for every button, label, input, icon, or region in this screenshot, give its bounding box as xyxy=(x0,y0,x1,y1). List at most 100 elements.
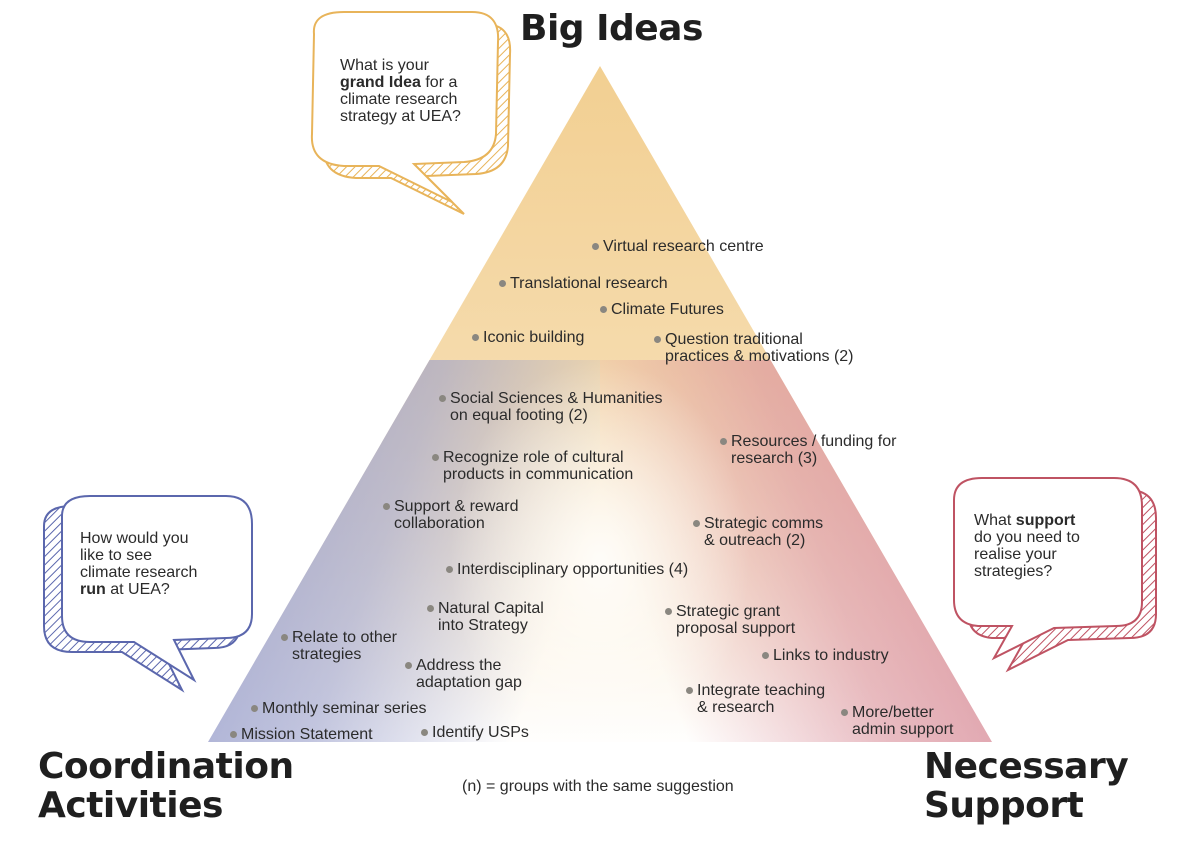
speech-bubble-left xyxy=(43,495,253,693)
bubble-run: do you need to xyxy=(974,529,1080,546)
item-text-line-1: Strategic grant xyxy=(676,603,781,620)
item-climate-futures: Climate Futures xyxy=(600,301,724,318)
bubble-right-line-3: realise your xyxy=(974,546,1080,563)
item-text-line-1: Natural Capital xyxy=(438,600,544,617)
bubble-right-line-4: strategies? xyxy=(974,563,1080,580)
bullet-dot xyxy=(405,662,412,669)
item-text-line-2: admin support xyxy=(852,721,954,738)
bubble-run: How would you xyxy=(80,530,189,547)
item-links-to-industry: Links to industry xyxy=(762,647,889,664)
item-social-sciences-humanities: Social Sciences & Humanities on equal fo… xyxy=(439,390,663,424)
item-text-line-1: Integrate teaching xyxy=(697,682,826,699)
item-interdisciplinary-opportunities: Interdisciplinary opportunities (4) xyxy=(446,561,689,578)
item-text-line-2: & outreach (2) xyxy=(704,532,806,549)
bubble-emphasis: run xyxy=(80,581,106,598)
speech-bubble-top xyxy=(310,11,512,215)
bullet-dot xyxy=(281,634,288,641)
bullet-dot xyxy=(383,503,390,510)
item-text-line-2: strategies xyxy=(292,646,362,663)
item-text-line-1: Strategic comms xyxy=(704,515,824,532)
bullet-dot xyxy=(251,705,258,712)
heading-big-ideas-text: Big Ideas xyxy=(520,8,703,49)
item-text: Mission Statement xyxy=(241,726,373,743)
bullet-dot xyxy=(762,652,769,659)
item-text-line-2: on equal footing (2) xyxy=(450,407,588,424)
bubble-run: climate research xyxy=(80,564,198,581)
bullet-dot xyxy=(427,605,434,612)
heading-necessary-support: Necessary Support xyxy=(924,746,1129,826)
bullet-dot xyxy=(499,280,506,287)
bullet-dot xyxy=(230,731,237,738)
bubble-left-line-4: run at UEA? xyxy=(80,581,197,598)
item-text: Monthly seminar series xyxy=(262,700,427,717)
bullet-dot xyxy=(654,336,661,343)
bubble-top-line-3: climate research xyxy=(340,91,461,108)
item-text-line-2: into Strategy xyxy=(438,617,528,634)
bullet-dot xyxy=(421,729,428,736)
item-text-line-1: Recognize role of cultural xyxy=(443,449,624,466)
item-text-line-1: Relate to other xyxy=(292,629,397,646)
bubble-run: strategies? xyxy=(974,563,1053,580)
item-natural-capital: Natural Capital into Strategy xyxy=(427,600,544,634)
bubble-top-line-2: grand Idea for a xyxy=(340,74,461,91)
item-text-line-2: proposal support xyxy=(676,620,796,637)
item-monthly-seminar: Monthly seminar series xyxy=(251,700,427,717)
item-text-line-1: Question traditional xyxy=(665,331,803,348)
bubble-top-line-1: What is your xyxy=(340,57,461,74)
bullet-dot xyxy=(472,334,479,341)
heading-necessary-line-1: Necessary xyxy=(924,746,1129,787)
item-text-line-1: Social Sciences & Humanities xyxy=(450,390,663,407)
item-text: Iconic building xyxy=(483,329,585,346)
item-strategic-comms: Strategic comms & outreach (2) xyxy=(693,515,824,549)
bubble-emphasis: support xyxy=(1015,512,1076,529)
item-text-line-2: & research xyxy=(697,699,775,716)
item-integrate-teaching: Integrate teaching & research xyxy=(686,682,826,716)
bullet-dot xyxy=(446,566,453,573)
item-text-line-1: Resources / funding for xyxy=(731,433,897,450)
item-text-line-2: products in communication xyxy=(443,466,634,483)
item-more-better-admin: More/better admin support xyxy=(841,704,954,738)
bubble-right-line-1: What support xyxy=(974,512,1080,529)
bubble-run: strategy at UEA? xyxy=(340,108,461,125)
item-text-line-1: Address the xyxy=(416,657,502,674)
item-strategic-grant: Strategic grant proposal support xyxy=(665,603,796,637)
bubble-run: climate research xyxy=(340,91,458,108)
heading-big-ideas: Big Ideas xyxy=(520,8,703,49)
bubble-top-line-4: strategy at UEA? xyxy=(340,108,461,125)
item-virtual-research-centre: Virtual research centre xyxy=(592,238,764,255)
heading-necessary-line-2: Support xyxy=(924,784,1084,826)
item-cultural-products: Recognize role of cultural products in c… xyxy=(432,449,634,483)
heading-coordination-activities: Coordination Activities xyxy=(38,747,294,826)
item-text: Identify USPs xyxy=(432,724,529,741)
bullet-dot xyxy=(439,395,446,402)
item-resources-funding: Resources / funding for research (3) xyxy=(720,433,897,467)
bubble-run: What is your xyxy=(340,57,429,74)
bullet-dot xyxy=(686,687,693,694)
item-question-traditional-practices: Question traditional practices & motivat… xyxy=(654,331,854,365)
item-text-line-2: practices & motivations (2) xyxy=(665,348,854,365)
item-iconic-building: Iconic building xyxy=(472,329,585,346)
bullet-dot xyxy=(592,243,599,250)
bullet-dot xyxy=(841,709,848,716)
item-text: Interdisciplinary opportunities (4) xyxy=(457,561,689,578)
item-text: Translational research xyxy=(510,275,668,292)
item-text: Links to industry xyxy=(773,647,889,664)
bullet-dot xyxy=(720,438,727,445)
bubble-left-line-2: like to see xyxy=(80,547,197,564)
bubble-left-line-1: How would you xyxy=(80,530,197,547)
bubble-left-line-3: climate research xyxy=(80,564,197,581)
item-text-line-2: collaboration xyxy=(394,515,485,532)
item-text-line-1: Support & reward xyxy=(394,498,519,515)
item-address-adaptation-gap: Address the adaptation gap xyxy=(405,657,522,691)
speech-bubble-right xyxy=(953,477,1157,673)
item-translational-research: Translational research xyxy=(499,275,668,292)
bullet-dot xyxy=(693,520,700,527)
bubble-run: What xyxy=(974,512,1016,529)
bubble-run: like to see xyxy=(80,547,153,564)
item-text-line-2: research (3) xyxy=(731,450,818,467)
bullet-dot xyxy=(600,306,607,313)
item-text: Virtual research centre xyxy=(603,238,764,255)
